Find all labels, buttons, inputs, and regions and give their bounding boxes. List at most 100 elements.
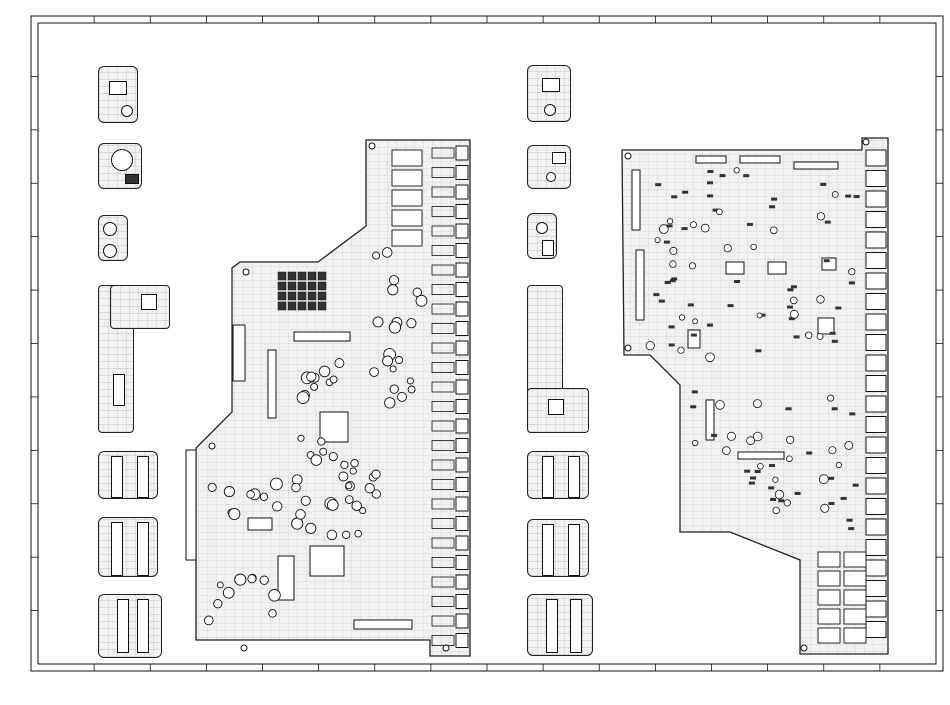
rca-jack (866, 437, 886, 453)
transistor (288, 272, 296, 280)
capacitor (757, 313, 762, 318)
resistor (841, 497, 847, 500)
capacitor (693, 319, 698, 324)
connector-header (268, 350, 276, 418)
resistor (744, 470, 750, 473)
resistor (750, 477, 756, 480)
rca-jack (456, 575, 468, 589)
rca-jack (866, 273, 886, 289)
capacitor (301, 496, 310, 505)
capacitor (388, 285, 398, 295)
rca-jack (456, 634, 468, 648)
resistor (770, 498, 776, 501)
capacitor (372, 470, 380, 478)
speaker-terminal (844, 628, 866, 643)
resistor (769, 464, 775, 467)
capacitor (828, 395, 834, 401)
ic-chip (310, 546, 344, 576)
rca-jack (866, 622, 886, 638)
capacitor (341, 461, 348, 468)
connector-header (294, 332, 350, 341)
capacitor (204, 616, 213, 625)
transistor (318, 282, 326, 290)
resistor (653, 293, 659, 296)
capacitor (389, 276, 398, 285)
rca-jack (456, 185, 468, 199)
resistor (667, 224, 673, 227)
resistor (791, 285, 797, 288)
ic-chip (688, 330, 700, 348)
rca-jack (456, 556, 468, 570)
capacitor (292, 518, 303, 529)
capacitor (373, 252, 380, 259)
resistor (707, 324, 713, 327)
rca-jack (866, 171, 886, 187)
rca-jack (456, 400, 468, 414)
rca-jack (866, 335, 886, 351)
capacitor (398, 392, 407, 401)
resistor (664, 241, 670, 244)
connector-header (696, 156, 726, 163)
capacitor (734, 168, 739, 173)
mounting-hole (625, 345, 631, 351)
capacitor (773, 507, 780, 514)
rca-jack (866, 540, 886, 556)
capacitor (269, 610, 277, 618)
capacitor (329, 453, 337, 461)
capacitor (345, 496, 353, 504)
rca-jack (866, 560, 886, 576)
connector-header (186, 450, 196, 560)
capacitor (335, 359, 344, 368)
relay (392, 210, 422, 226)
rca-jack (456, 205, 468, 219)
rca-jack (866, 519, 886, 535)
capacitor (670, 247, 677, 254)
transistor (318, 292, 326, 300)
resistor (849, 412, 855, 415)
resistor (707, 194, 713, 197)
rca-jack (456, 380, 468, 394)
rca-jack (456, 244, 468, 258)
capacitor (355, 530, 362, 537)
speaker-terminal (818, 609, 840, 624)
capacitor (845, 442, 853, 450)
resistor (671, 195, 677, 198)
rca-jack (866, 376, 886, 392)
resistor (655, 183, 661, 186)
capacitor (408, 386, 415, 393)
capacitor (706, 353, 715, 362)
capacitor (365, 484, 374, 493)
rca-jack (456, 497, 468, 511)
capacitor (350, 468, 356, 474)
rca-jack (866, 253, 886, 269)
resistor (670, 279, 676, 282)
capacitor (292, 483, 301, 492)
capacitor (407, 319, 416, 328)
capacitor (716, 401, 725, 410)
rca-jack (456, 322, 468, 336)
transistor (278, 302, 286, 310)
rca-jack (866, 314, 886, 330)
transistor (308, 302, 316, 310)
capacitor (670, 261, 677, 268)
capacitor (214, 600, 222, 608)
speaker-terminal (844, 609, 866, 624)
resistor (794, 335, 800, 338)
capacitor (269, 590, 281, 602)
mounting-hole (443, 645, 449, 651)
capacitor (805, 332, 812, 339)
speaker-terminal (818, 571, 840, 586)
capacitor (821, 504, 829, 512)
capacitor (407, 378, 413, 384)
resistor (755, 349, 761, 352)
capacitor (339, 472, 348, 481)
capacitor (689, 263, 695, 269)
resistor (854, 195, 860, 198)
mounting-hole (801, 645, 807, 651)
mounting-hole (369, 143, 375, 149)
transistor (288, 292, 296, 300)
resistor (755, 470, 761, 473)
capacitor (773, 477, 778, 482)
capacitor (373, 317, 383, 327)
resistor (832, 407, 838, 410)
